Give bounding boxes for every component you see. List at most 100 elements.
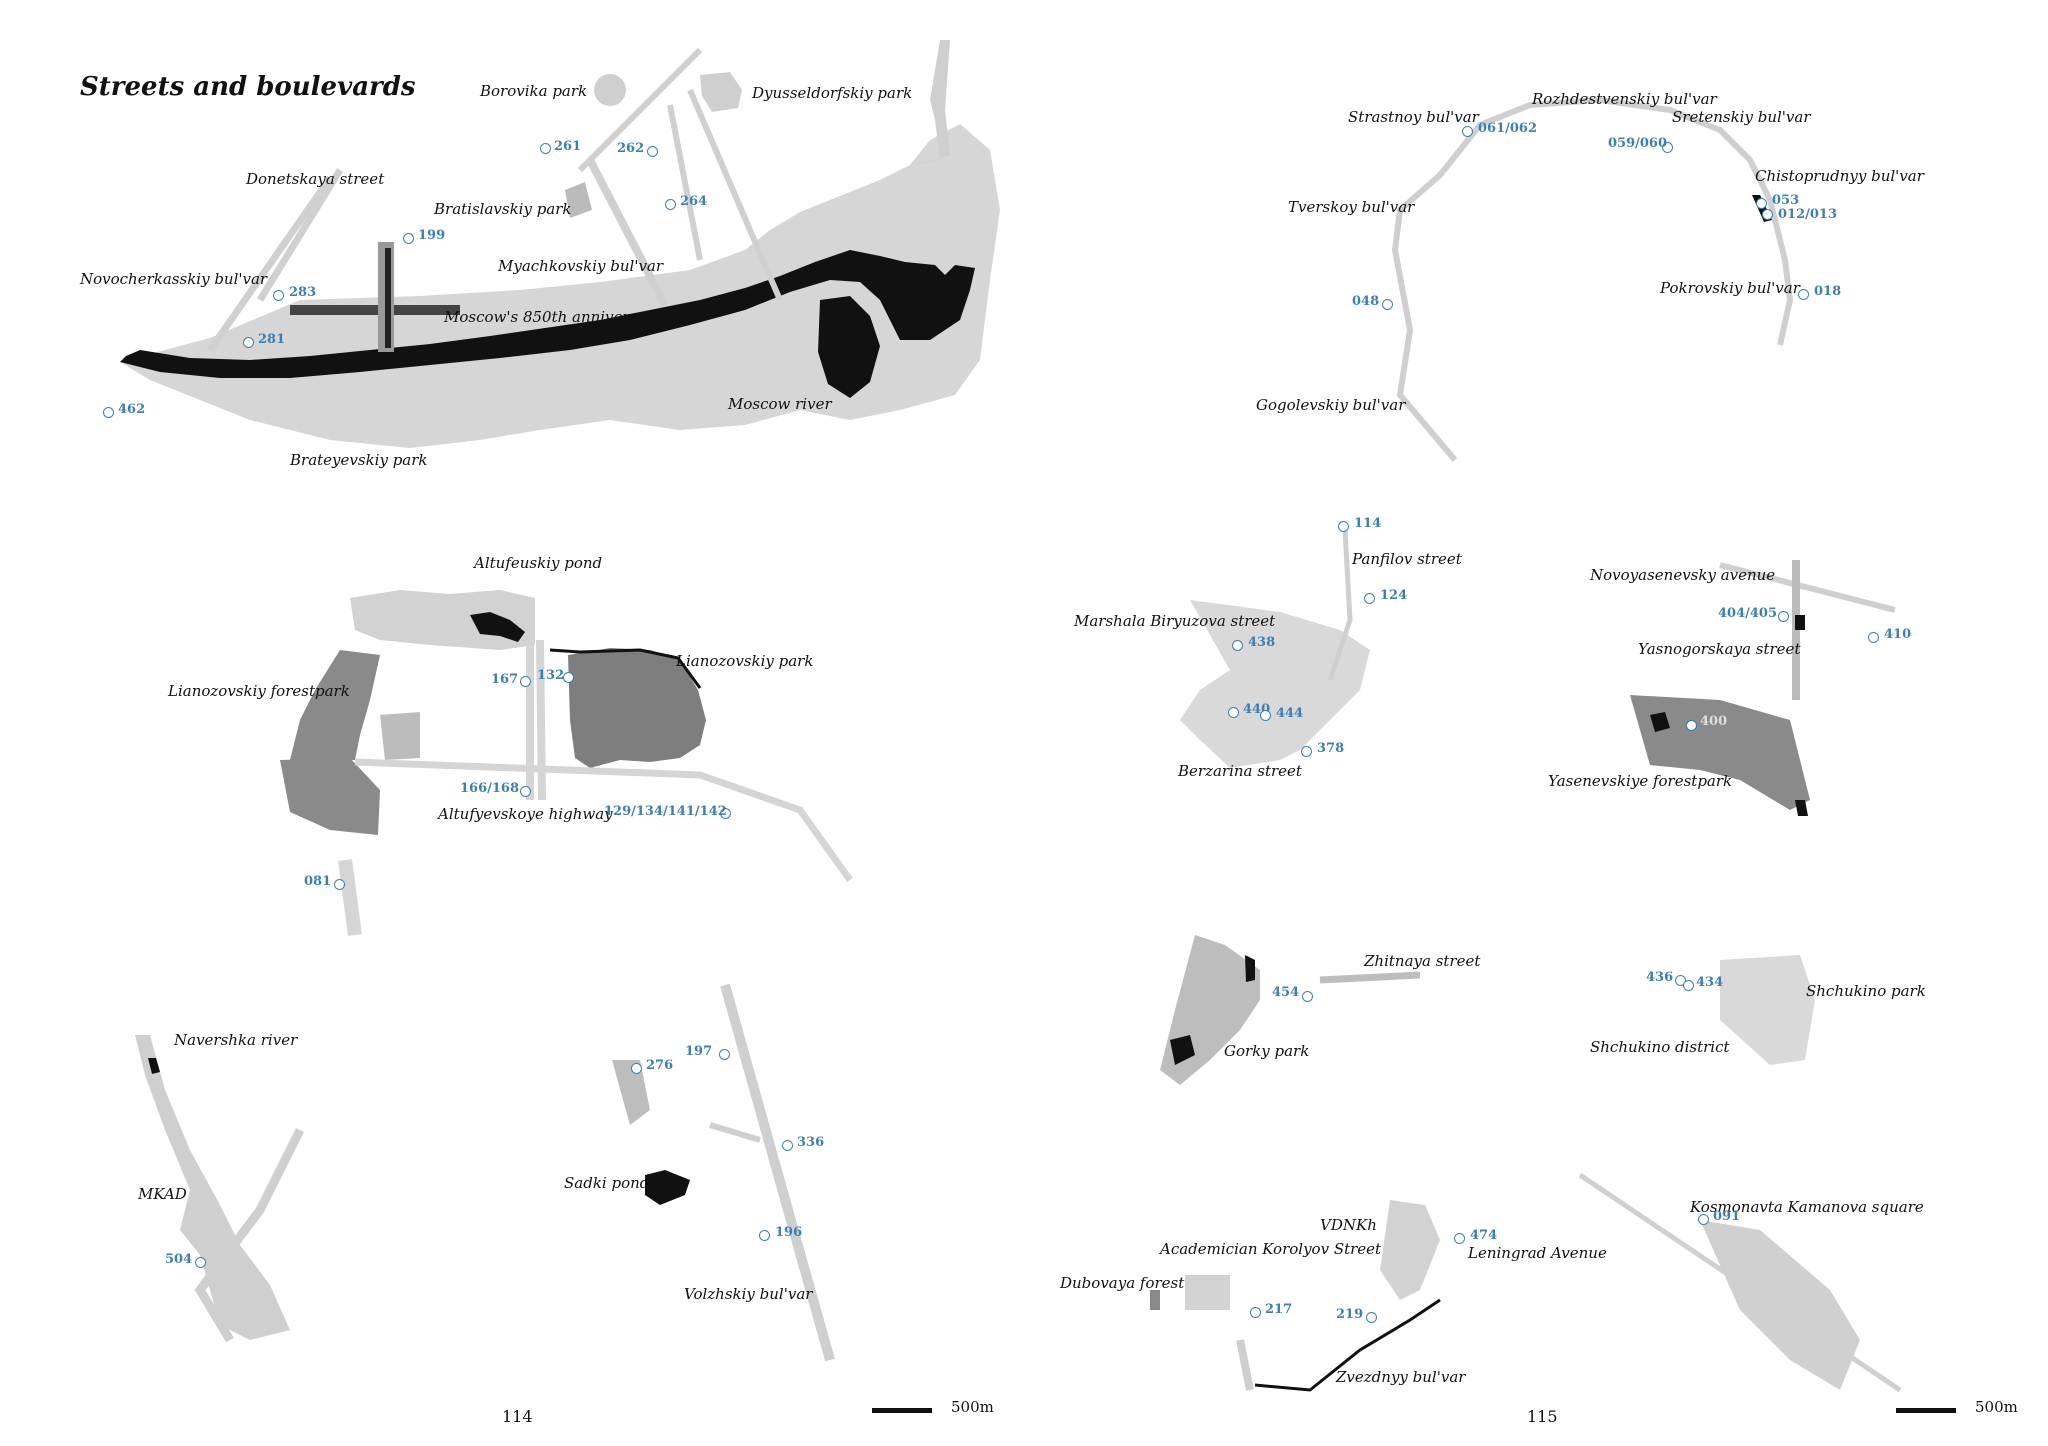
label-marshala: Marshala Biryuzova street xyxy=(1074,612,1276,630)
marker-number: 048 xyxy=(1352,294,1380,309)
marker-circle-icon xyxy=(1301,746,1312,757)
road xyxy=(667,104,703,261)
scale-bar-right xyxy=(1896,1408,1956,1413)
label-myachkovskiy: Myachkovskiy bul'var xyxy=(498,257,664,275)
lianozovskiy-forest xyxy=(290,650,380,760)
marker-number: 166/168 xyxy=(460,781,520,796)
marker-circle-icon xyxy=(1683,980,1694,991)
label-shchukino-district: Shchukino district xyxy=(1590,1038,1730,1056)
marker-number: 264 xyxy=(680,194,708,209)
scale-label-left: 500m xyxy=(951,1398,994,1416)
yasenevo-forest xyxy=(1630,695,1810,810)
label-korolyov: Academician Korolyov Street xyxy=(1160,1240,1382,1258)
marker-circle-icon xyxy=(1338,521,1349,532)
altufeuskiy-area xyxy=(350,590,535,650)
marker-number: 400 xyxy=(1700,714,1728,729)
marker-circle-icon xyxy=(195,1257,206,1268)
marker-circle-icon xyxy=(334,879,345,890)
marker-number: 018 xyxy=(1814,284,1842,299)
marker-circle-icon xyxy=(1382,299,1393,310)
marker-number: 261 xyxy=(554,139,582,154)
yasenevo-road xyxy=(1719,562,1896,613)
marker-circle-icon xyxy=(631,1063,642,1074)
gorky-pond xyxy=(1245,955,1255,982)
page-title: Streets and boulevards xyxy=(80,72,416,102)
marker-circle-icon xyxy=(1250,1307,1261,1318)
marker-number: 410 xyxy=(1884,627,1912,642)
marker-number: 196 xyxy=(775,1225,803,1240)
marker-circle-icon xyxy=(403,233,414,244)
marker-number: 281 xyxy=(258,332,286,347)
label-berzarina: Berzarina street xyxy=(1178,762,1302,780)
label-leningrad: Leningrad Avenue xyxy=(1468,1244,1607,1262)
road xyxy=(586,158,669,307)
zhitnaya-road xyxy=(1319,971,1421,984)
kosmonavta-road xyxy=(1578,1172,1902,1393)
zvezdnyy-boulevard xyxy=(1254,1298,1441,1392)
marker-number: 438 xyxy=(1248,635,1276,650)
marker-circle-icon xyxy=(1462,126,1473,137)
sadki-pond xyxy=(645,1170,690,1205)
borovika-park-circle xyxy=(594,74,626,106)
dubovaya-forest xyxy=(1150,1290,1160,1310)
lianozovskiy-park-edge xyxy=(549,648,702,689)
yasenevo-strip xyxy=(1795,800,1808,816)
label-novocherkasskiy: Novocherkasskiy bul'var xyxy=(80,270,268,288)
marshala-district xyxy=(1180,600,1370,768)
label-panfilov: Panfilov street xyxy=(1352,550,1462,568)
marker-number: 197 xyxy=(685,1044,713,1059)
marker-number: 378 xyxy=(1317,741,1345,756)
label-dyusseldorf: Dyusseldorfskiy park xyxy=(752,84,913,102)
marker-circle-icon xyxy=(1762,209,1773,220)
lianozovskiy-park xyxy=(568,648,706,768)
marker-circle-icon xyxy=(1232,640,1243,651)
marker-circle-icon xyxy=(1366,1312,1377,1323)
yasenevo-strip xyxy=(1795,615,1805,630)
panel-vdnkh xyxy=(1150,1172,1902,1393)
marker-number: 217 xyxy=(1265,1302,1293,1317)
kosmonavta-area xyxy=(1700,1220,1860,1390)
label-volzhskiy: Volzhskiy bul'var xyxy=(684,1285,813,1303)
marker-circle-icon xyxy=(1778,611,1789,622)
marker-circle-icon xyxy=(243,337,254,348)
marker-circle-icon xyxy=(1302,991,1313,1002)
label-chistoprudnyy: Chistoprudnyy bul'var xyxy=(1755,167,1924,185)
road xyxy=(687,88,783,302)
marker-circle-icon xyxy=(1698,1214,1709,1225)
marker-circle-icon xyxy=(720,808,731,819)
marker-circle-icon xyxy=(1868,632,1879,643)
road xyxy=(577,47,703,173)
sadki-road xyxy=(709,1122,761,1143)
marker-number: 454 xyxy=(1272,985,1300,1000)
marker-circle-icon xyxy=(719,1049,730,1060)
panfilov-road xyxy=(1327,529,1353,681)
label-altufeuskiy: Altufeuskiy pond xyxy=(474,554,603,572)
label-yasnogorskaya: Yasnogorskaya street xyxy=(1638,640,1801,658)
label-vdnkh: VDNKh xyxy=(1320,1216,1377,1234)
navershka-river xyxy=(148,1058,160,1074)
marker-number: 219 xyxy=(1336,1307,1364,1322)
label-novoyasenevsky: Novoyasenevsky avenue xyxy=(1590,566,1776,584)
marker-circle-icon xyxy=(1686,720,1697,731)
marker-number: 081 xyxy=(304,874,332,889)
marker-number: 091 xyxy=(1713,1209,1741,1224)
marker-circle-icon xyxy=(1662,142,1673,153)
panel-mkad xyxy=(135,983,835,1362)
marker-circle-icon xyxy=(665,199,676,210)
marker-number: 167 xyxy=(491,672,519,687)
label-donetskaya: Donetskaya street xyxy=(246,170,385,188)
label-altufyevskoye: Altufyevskoye highway xyxy=(438,805,613,823)
lianozovskiy-forest xyxy=(280,758,380,835)
marker-number: 059/060 xyxy=(1608,136,1668,151)
marker-circle-icon xyxy=(647,146,658,157)
dubovaya-forest xyxy=(1185,1275,1230,1310)
label-shchukino-park: Shchukino park xyxy=(1806,982,1926,1000)
yasenevo-lake xyxy=(1650,712,1670,732)
marker-number: 129/134/141/142 xyxy=(604,804,727,819)
boulevard-strip xyxy=(290,305,460,315)
boulevard-ring xyxy=(1391,96,1794,462)
river-island xyxy=(818,296,880,398)
marker-circle-icon xyxy=(1364,593,1375,604)
gorky-pond xyxy=(1170,1035,1195,1065)
